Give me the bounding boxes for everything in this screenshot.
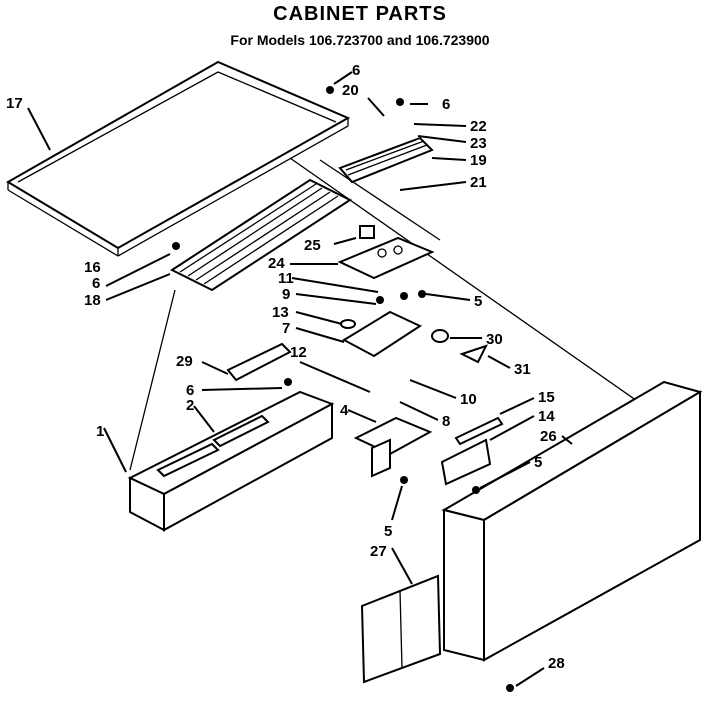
side-bracket: [226, 342, 292, 382]
center-mount-bracket: [353, 416, 433, 478]
callout-15: 15: [538, 389, 555, 406]
callout-6: 6: [352, 62, 360, 79]
top-cover-panel: [6, 60, 351, 257]
callout-5: 5: [474, 293, 482, 310]
callout-24: 24: [268, 255, 285, 272]
callout-9: 9: [282, 286, 290, 303]
callout-13: 13: [272, 304, 289, 321]
rear-vent-grille: [338, 136, 434, 184]
callout-8: 8: [442, 413, 450, 430]
screws: [172, 86, 514, 692]
callout-6: 6: [186, 382, 194, 399]
air-filter: [360, 574, 442, 684]
control-knob-parts: [431, 329, 488, 364]
page-subtitle: For Models 106.723700 and 106.723900: [230, 32, 490, 48]
callout-4: 4: [340, 402, 349, 419]
callout-labels: 17 6 20 6 22 23 19 21 16 6 18 25 24 11 9…: [6, 62, 565, 672]
callout-26: 26: [540, 428, 557, 445]
callout-2: 2: [186, 397, 194, 414]
page-title: CABINET PARTS: [273, 3, 447, 25]
callout-28: 28: [548, 655, 565, 672]
callout-6: 6: [92, 275, 100, 292]
callout-29: 29: [176, 353, 193, 370]
leader-lines: [27, 71, 573, 687]
assembly-guide-lines: [129, 157, 651, 471]
callout-12: 12: [290, 344, 307, 361]
callout-23: 23: [470, 135, 487, 152]
callout-31: 31: [514, 361, 531, 378]
callout-20: 20: [342, 82, 359, 99]
callout-16: 16: [84, 259, 101, 276]
side-panel: [441, 380, 703, 662]
callout-11: 11: [278, 270, 294, 287]
callout-18: 18: [84, 292, 101, 309]
callout-25: 25: [304, 237, 321, 254]
diagram-header: CABINET PARTS For Models 106.723700 and …: [0, 0, 720, 60]
base-tray: [127, 390, 335, 532]
callout-7: 7: [282, 320, 290, 337]
callout-17: 17: [6, 95, 23, 112]
callout-21: 21: [470, 174, 487, 191]
control-panel-assembly: [337, 225, 435, 280]
callout-5: 5: [534, 454, 542, 471]
hinge-parts: [440, 416, 504, 486]
callout-10: 10: [460, 391, 477, 408]
callout-30: 30: [486, 331, 503, 348]
callout-1: 1: [96, 423, 104, 440]
callout-5: 5: [384, 523, 392, 540]
callout-27: 27: [370, 543, 387, 560]
callout-22: 22: [470, 118, 487, 135]
callout-6: 6: [442, 96, 450, 113]
callout-14: 14: [538, 408, 555, 425]
callout-19: 19: [470, 152, 487, 169]
bracket-plate: [340, 310, 423, 358]
